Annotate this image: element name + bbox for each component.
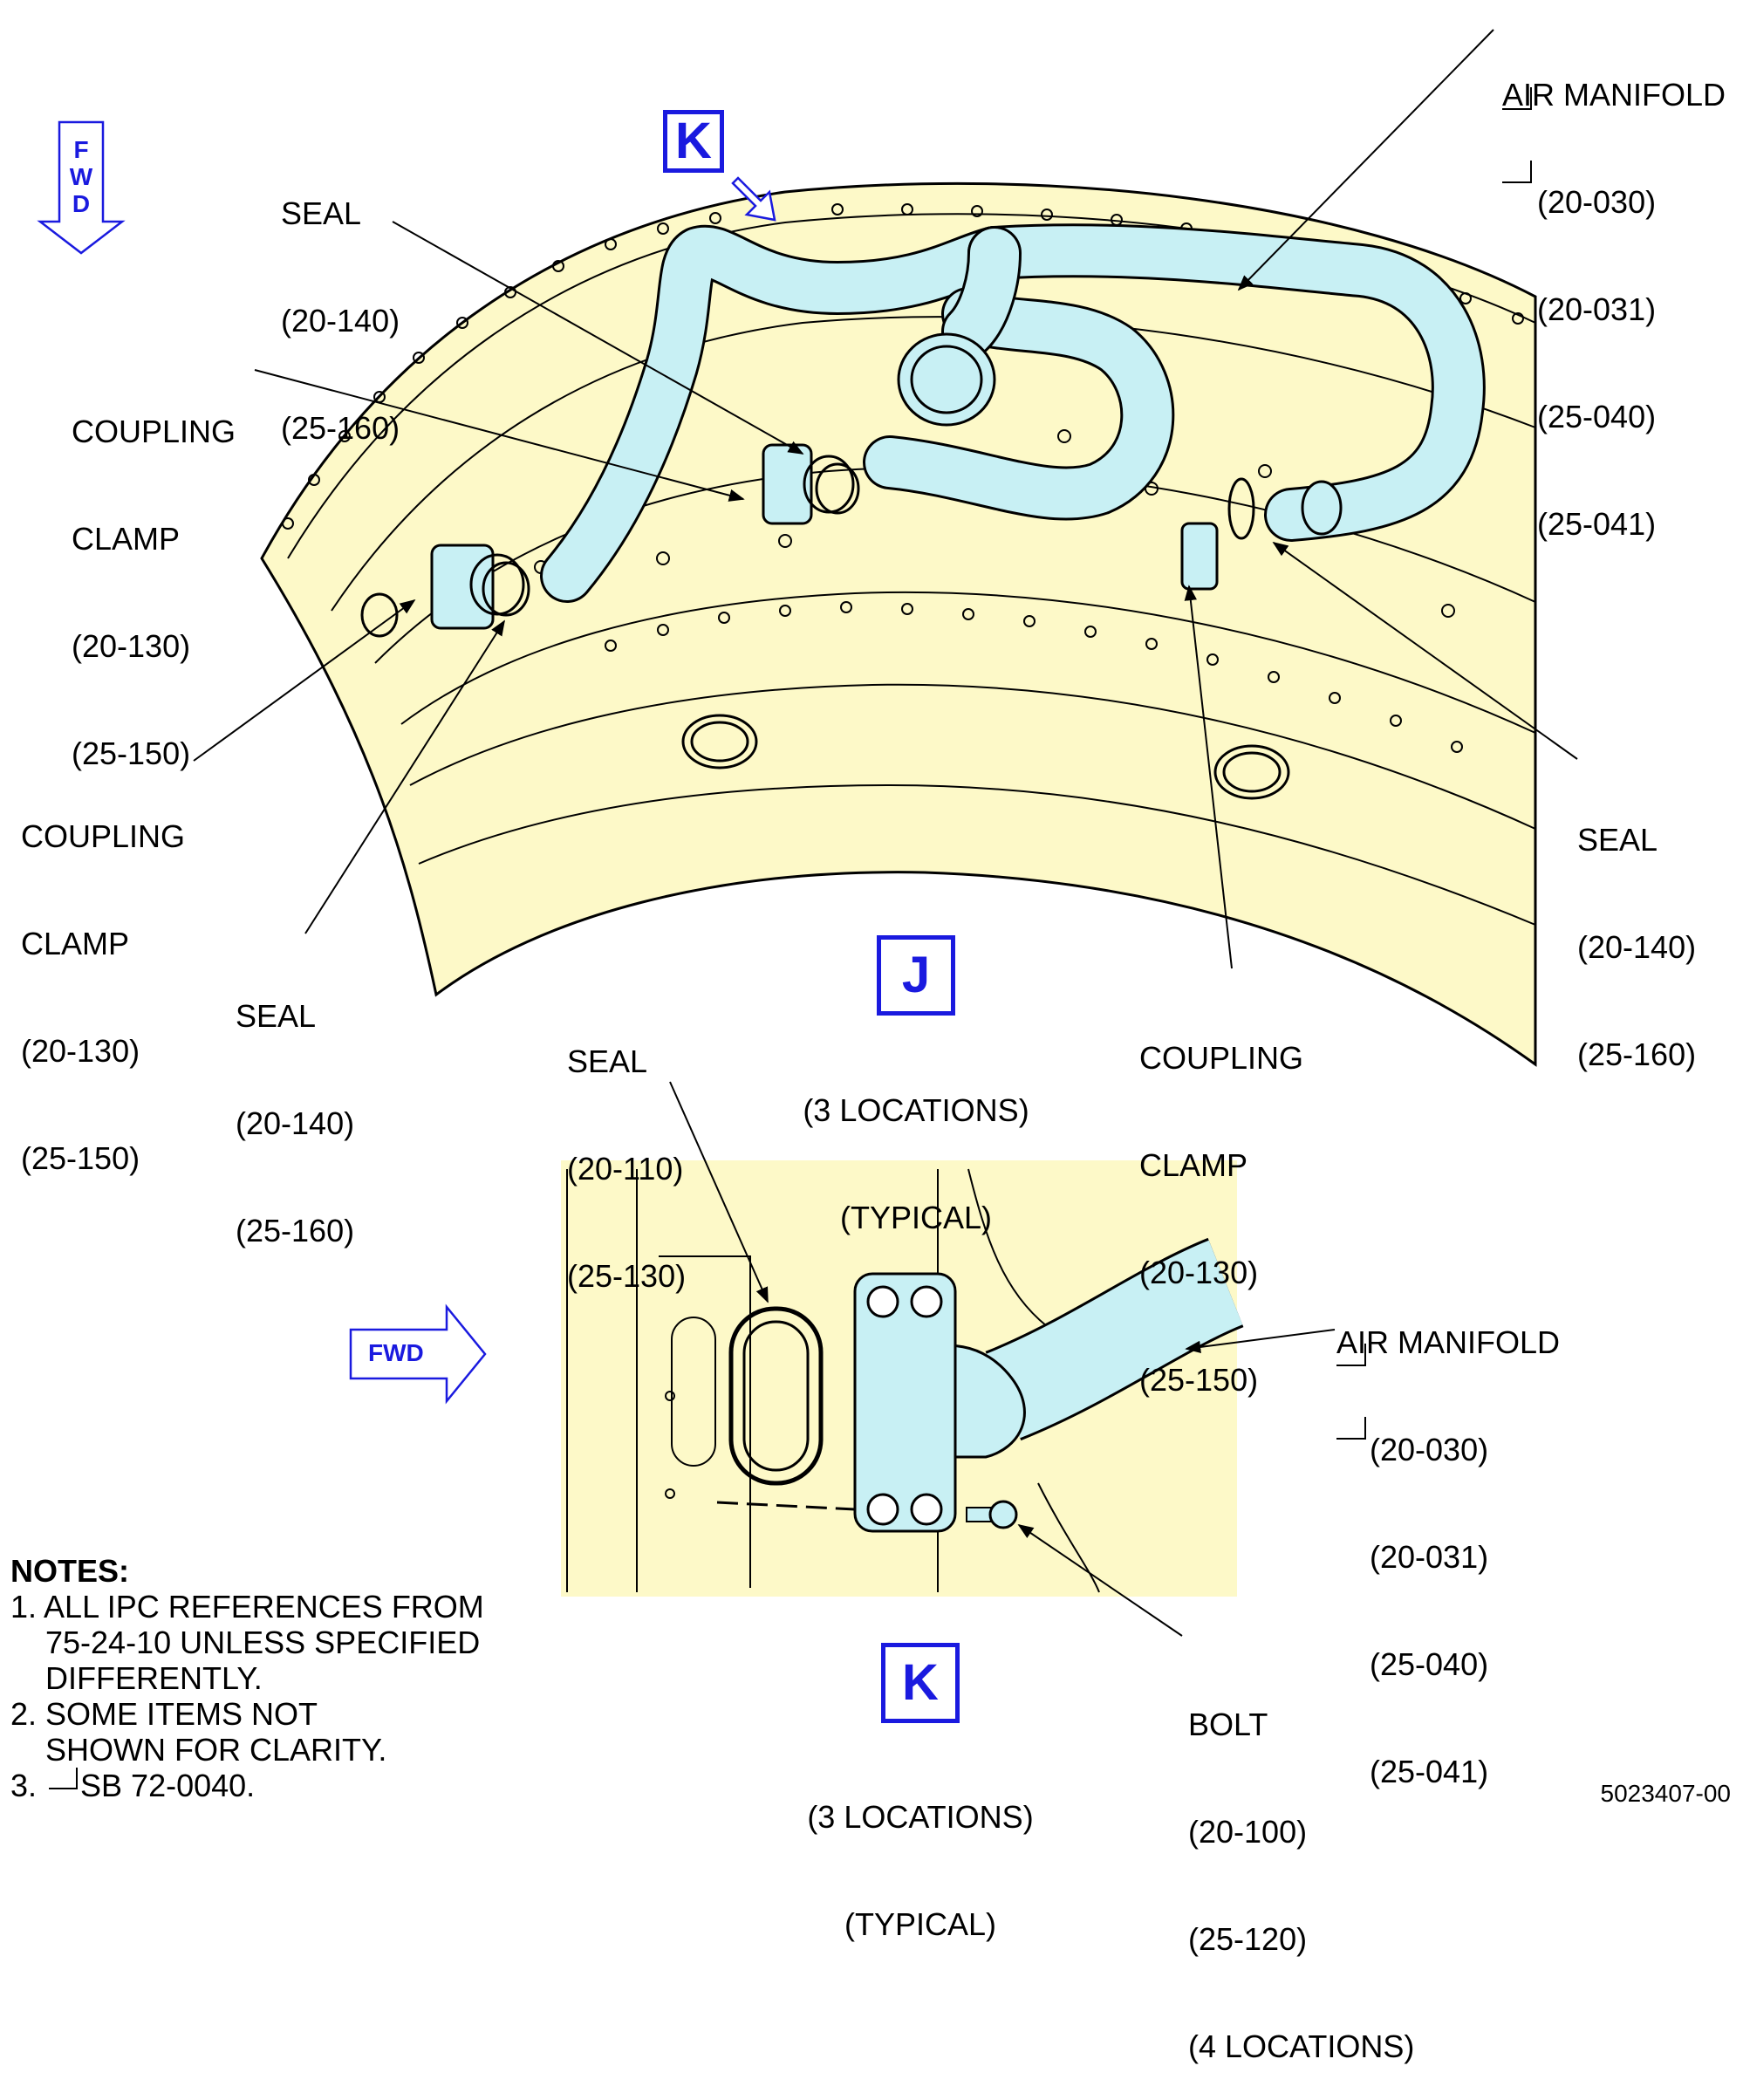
- label-line: (4 LOCATIONS): [1188, 2028, 1415, 2064]
- fwd-top-label: F W D: [64, 136, 99, 217]
- label-line: (25-150): [1139, 1362, 1259, 1398]
- label-line: CLAMP: [72, 521, 181, 557]
- view-k-detail: [561, 1160, 1245, 1597]
- figure-id: 5023407-00: [1600, 1780, 1731, 1807]
- label-line: CLAMP: [21, 926, 130, 961]
- view-letter: K: [902, 1654, 939, 1711]
- notes-heading: NOTES:: [10, 1553, 130, 1589]
- coupling-clamps: [430, 443, 1343, 630]
- view-k-callout-top: K: [663, 110, 724, 173]
- label-line: (25-130): [567, 1258, 687, 1294]
- note-item: 2. SOME ITEMS NOT SHOWN FOR CLARITY.: [10, 1696, 387, 1768]
- coupling-clamp-label-bottom-right: COUPLING CLAMP (20-130) (25-150): [1139, 968, 1303, 1433]
- view-k-pointer-icon: [731, 176, 776, 222]
- air-manifold-label-top: AIR MANIFOLD (20-030) (20-031) (25-040) …: [1502, 5, 1726, 578]
- label-line: (25-041): [1370, 1754, 1489, 1789]
- fwd-letter: W: [69, 163, 93, 190]
- label-line: (20-130): [1139, 1255, 1259, 1290]
- view-k-caption: (3 LOCATIONS) (TYPICAL): [776, 1727, 1064, 1978]
- label-line: (25-041): [1537, 506, 1657, 542]
- label-line: (20-140): [1577, 929, 1697, 965]
- view-letter: K: [675, 113, 712, 169]
- label-line: AIR MANIFOLD: [1336, 1324, 1561, 1360]
- label-line: CLAMP: [1139, 1147, 1248, 1183]
- air-manifold-label-view-k: AIR MANIFOLD (20-030) (20-031) (25-040) …: [1336, 1253, 1560, 1825]
- label-line: COUPLING: [21, 818, 186, 854]
- label-line: (25-160): [236, 1213, 355, 1248]
- fwd-arrow-right-icon: [349, 1303, 487, 1405]
- label-line: SEAL: [1577, 822, 1658, 858]
- view-letter: J: [901, 947, 931, 1003]
- view-j-title-box: J: [877, 935, 955, 1016]
- seal-label-view-k: SEAL (20-110) (25-130): [567, 972, 686, 1330]
- label-line: (20-130): [72, 628, 191, 664]
- notes-block: NOTES: 1. ALL IPC REFERENCES FROM 75-24-…: [10, 1553, 484, 1803]
- bolt-label-view-k: BOLT (20-100) (25-120) (4 LOCATIONS): [1188, 1635, 1414, 2100]
- sb-reference-marks: [49, 87, 1532, 1789]
- caption-line: (TYPICAL): [844, 1906, 997, 1942]
- view-k-title-box: K: [881, 1643, 960, 1723]
- label-line: (20-110): [567, 1151, 684, 1187]
- label-line: COUPLING: [72, 414, 236, 449]
- view-j-caption: (3 LOCATIONS) (TYPICAL): [772, 1021, 1060, 1271]
- label-line: (25-120): [1188, 1921, 1308, 1957]
- label-line: COUPLING: [1139, 1040, 1304, 1076]
- label-line: BOLT: [1188, 1707, 1268, 1742]
- fwd-arrow-down-icon: [37, 120, 126, 255]
- label-line: (20-130): [21, 1033, 140, 1069]
- engine-illustration: [37, 29, 1578, 1789]
- label-line: AIR MANIFOLD: [1502, 77, 1726, 113]
- label-line: (25-040): [1370, 1646, 1489, 1682]
- note-item: 1. ALL IPC REFERENCES FROM 75-24-10 UNLE…: [10, 1589, 484, 1696]
- label-line: SEAL: [236, 998, 317, 1034]
- fwd-letter: F: [73, 136, 89, 163]
- seal-label-top-left: SEAL (20-140) (25-160): [281, 124, 400, 482]
- label-line: (25-150): [21, 1140, 140, 1176]
- engine-case: [260, 181, 1537, 1067]
- caption-line: (TYPICAL): [839, 1200, 993, 1235]
- label-line: (25-160): [281, 410, 400, 446]
- caption-line: (3 LOCATIONS): [803, 1092, 1029, 1128]
- label-line: (25-160): [1577, 1036, 1697, 1072]
- air-manifold-tubes: [540, 223, 1486, 603]
- label-line: SEAL: [567, 1043, 648, 1079]
- label-line: (20-140): [281, 303, 400, 339]
- coupling-clamp-label-upper-left: COUPLING CLAMP (20-130) (25-150): [72, 342, 236, 807]
- leader-lines: [193, 29, 1578, 1637]
- seal-label-right: SEAL (20-140) (25-160): [1577, 750, 1696, 1108]
- label-line: (20-030): [1537, 184, 1657, 220]
- fwd-view-k-label: FWD: [368, 1339, 424, 1366]
- label-line: SEAL: [281, 195, 362, 231]
- fwd-letter: D: [72, 190, 91, 217]
- label-line: (20-030): [1370, 1432, 1489, 1467]
- label-line: (20-031): [1370, 1539, 1489, 1575]
- note-item: 3. SB 72-0040.: [10, 1768, 256, 1803]
- label-line: (20-031): [1537, 291, 1657, 327]
- seal-label-lower-left: SEAL (20-140) (25-160): [236, 927, 354, 1284]
- coupling-clamp-label-lower-left: COUPLING CLAMP (20-130) (25-150): [21, 747, 185, 1212]
- label-line: (25-150): [72, 735, 191, 771]
- label-line: (25-040): [1537, 399, 1657, 434]
- caption-line: (3 LOCATIONS): [807, 1799, 1034, 1835]
- label-line: (20-140): [236, 1105, 355, 1141]
- label-line: (20-100): [1188, 1814, 1308, 1850]
